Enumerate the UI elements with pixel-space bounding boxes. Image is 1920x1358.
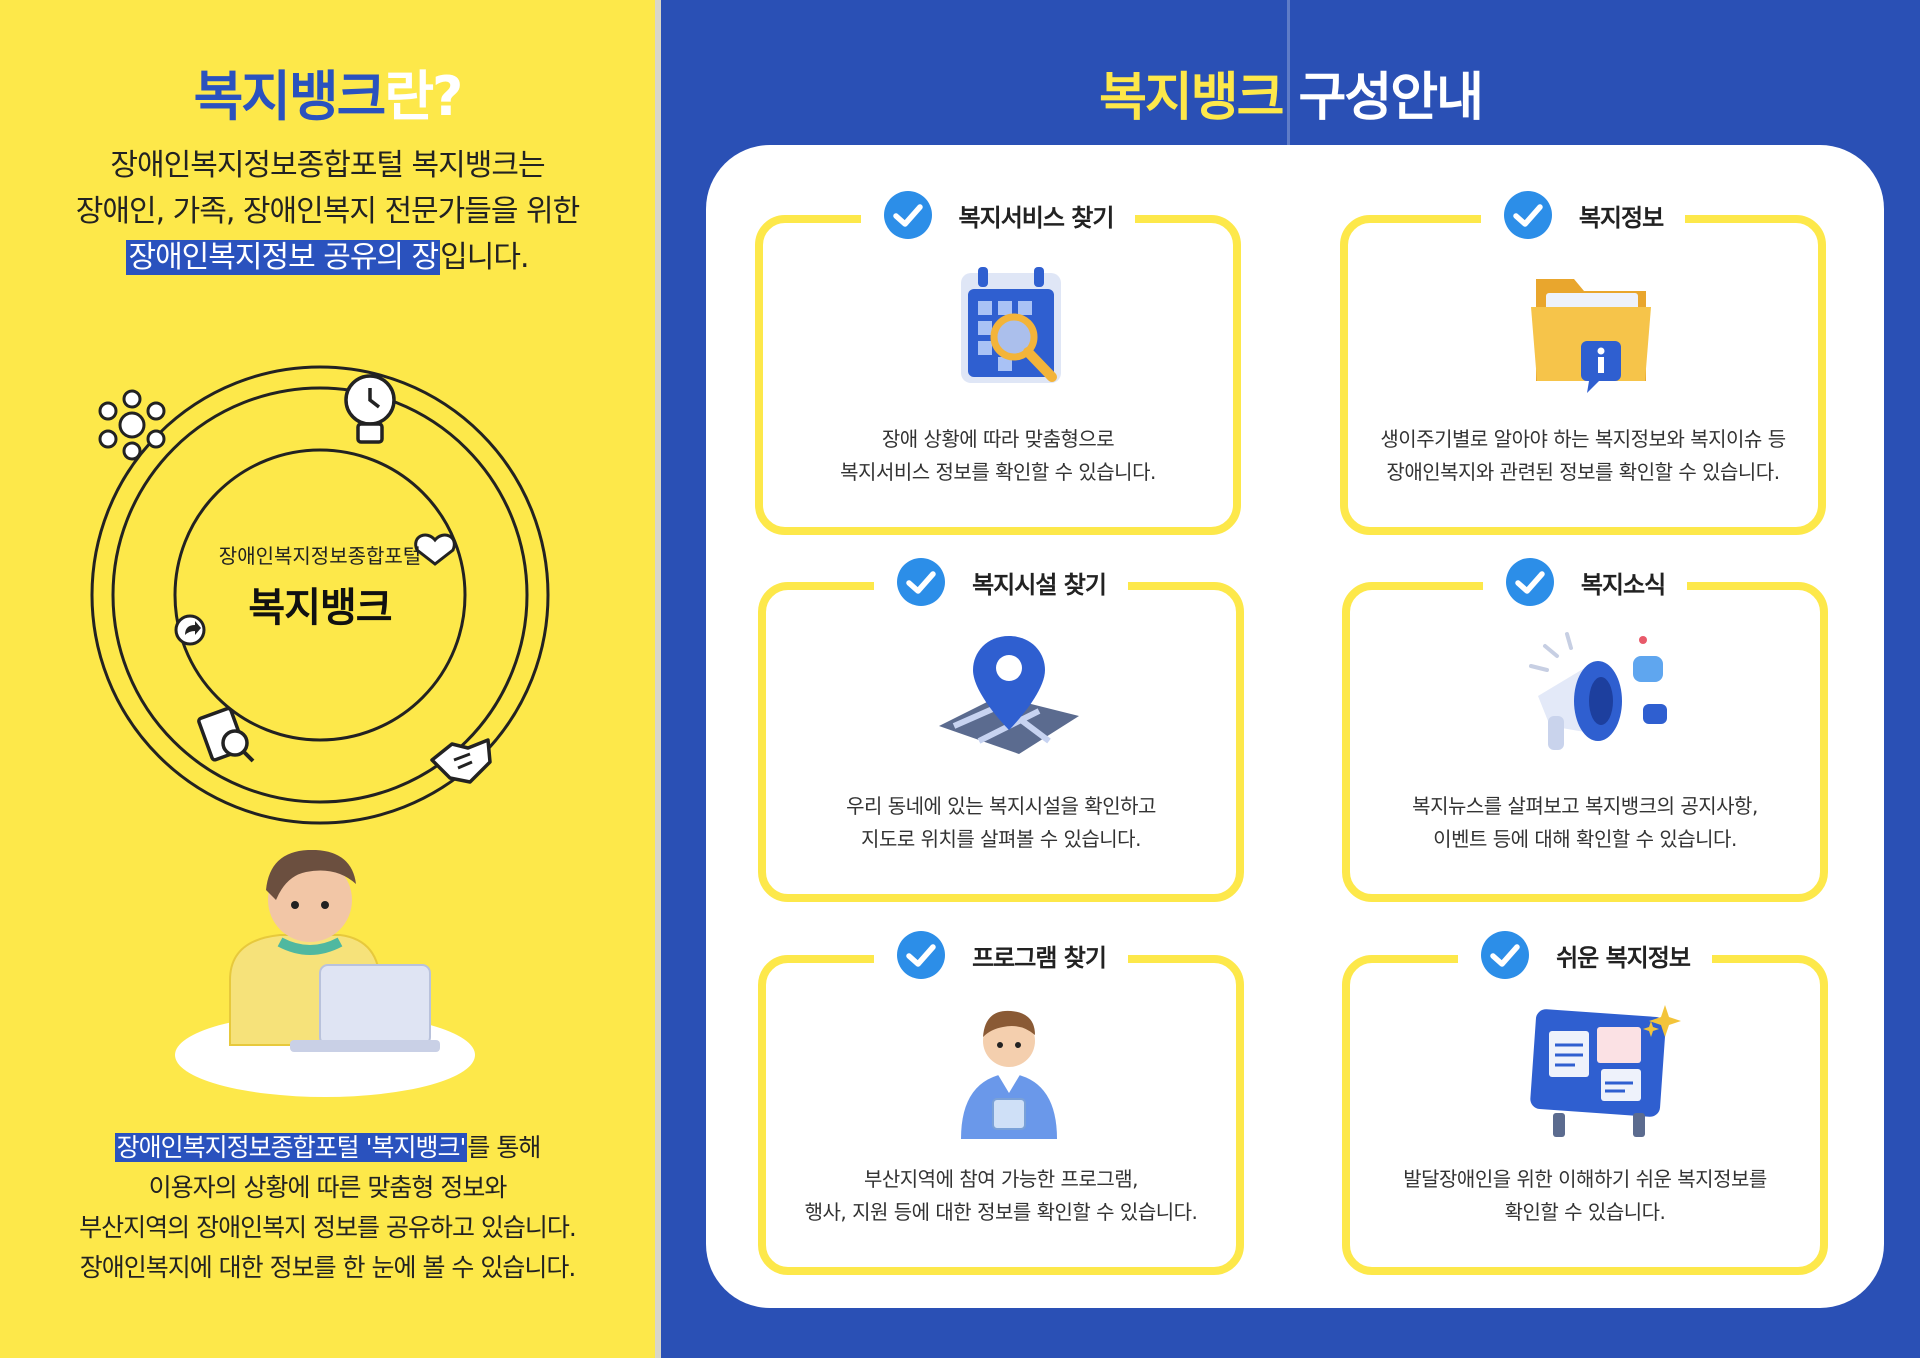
- card-program-search: 프로그램 찾기 부산지역에 참여 가능한 프로그램, 행사, 지원 등에 대한 …: [758, 930, 1244, 1275]
- card-description: 복지뉴스를 살펴보고 복지뱅크의 공지사항, 이벤트 등에 대해 확인할 수 있…: [1360, 790, 1810, 856]
- card-desc-line-1: 발달장애인을 위한 이해하기 쉬운 복지정보를: [1403, 1167, 1767, 1191]
- center-label: 장애인복지정보종합포털 복지뱅크: [200, 540, 440, 633]
- card-header: 복지시설 찾기: [766, 550, 1236, 614]
- right-title-brand: 복지뱅크: [1099, 68, 1284, 128]
- card-header: 쉬운 복지정보: [1350, 923, 1820, 987]
- network-globe-icon: [98, 389, 166, 461]
- card-desc-line-1: 복지뉴스를 살펴보고 복지뱅크의 공지사항,: [1412, 794, 1758, 818]
- right-title: 복지뱅크 구성안내: [661, 55, 1920, 130]
- card-description: 발달장애인을 위한 이해하기 쉬운 복지정보를 확인할 수 있습니다.: [1360, 1163, 1810, 1229]
- card-welfare-service-search: 복지서비스 찾기 장애 상황에 따라 맞춤형으로 복지서비스 정보를 확인할 수…: [755, 190, 1241, 535]
- card-header: 프로그램 찾기: [766, 923, 1236, 987]
- folder-info-icon: [1531, 279, 1651, 393]
- handshake-icon: [430, 738, 492, 784]
- outro-line-1: 장애인복지정보종합포털 '복지뱅크'를 통해: [20, 1128, 635, 1168]
- intro-line-3: 장애인복지정보 공유의 장입니다.: [20, 235, 635, 281]
- card-title: 쉬운 복지정보: [1556, 943, 1691, 972]
- person-laptop-illustration: [175, 850, 475, 1097]
- card-desc-line-1: 우리 동네에 있는 복지시설을 확인하고: [846, 794, 1156, 818]
- check-circle-icon: [1503, 191, 1552, 239]
- card-header: 복지정보: [1348, 183, 1818, 247]
- card-desc-line-2: 장애인복지와 관련된 정보를 확인할 수 있습니다.: [1386, 460, 1780, 484]
- lightbulb-icon: [344, 374, 396, 444]
- check-circle-icon: [883, 191, 932, 239]
- left-title: 복지뱅크란?: [0, 52, 655, 131]
- check-circle-icon: [897, 558, 946, 606]
- card-title: 복지서비스 찾기: [958, 203, 1115, 232]
- check-circle-icon: [1505, 558, 1554, 606]
- heart-icon: [414, 533, 456, 566]
- card-welfare-facility-search: 복지시설 찾기 우리 동네에 있는 복지시설을 확인하고 지도로 위치를 살펴볼…: [758, 557, 1244, 902]
- share-icon: [174, 614, 206, 646]
- fold-divider: [655, 0, 661, 1358]
- card-header: 복지소식: [1350, 550, 1820, 614]
- card-desc-line-2: 이벤트 등에 대해 확인할 수 있습니다.: [1433, 827, 1737, 851]
- card-title: 프로그램 찾기: [972, 943, 1107, 972]
- intro-line-2: 장애인, 가족, 장애인복지 전문가들을 위한: [75, 194, 580, 229]
- check-circle-icon: [897, 931, 946, 979]
- card-welfare-info: 복지정보 생이주기별로 알아야 하는 복지정보와 복지이슈 등 장애인복지와 관…: [1340, 190, 1826, 535]
- check-circle-icon: [1481, 931, 1530, 979]
- card-desc-line-2: 지도로 위치를 살펴볼 수 있습니다.: [861, 827, 1141, 851]
- left-title-suffix: 란?: [384, 65, 463, 128]
- map-pin-icon: [939, 636, 1079, 754]
- card-header: 복지서비스 찾기: [763, 183, 1233, 247]
- card-welfare-news: 복지소식 복지뉴스를 살펴보고 복지뱅크의 공지사항, 이벤트 등에 대해 확인…: [1342, 557, 1828, 902]
- bulletin-board-icon: [1530, 1005, 1681, 1137]
- intro-line-1: 장애인복지정보종합포털 복지뱅크는: [110, 148, 545, 183]
- card-description: 부산지역에 참여 가능한 프로그램, 행사, 지원 등에 대한 정보를 확인할 …: [776, 1163, 1226, 1229]
- outro-line-2: 이용자의 상황에 따른 맞춤형 정보와: [148, 1173, 508, 1202]
- card-description: 우리 동네에 있는 복지시설을 확인하고 지도로 위치를 살펴볼 수 있습니다.: [776, 790, 1226, 856]
- card-desc-line-2: 확인할 수 있습니다.: [1504, 1200, 1666, 1224]
- intro-text: 장애인복지정보종합포털 복지뱅크는 장애인, 가족, 장애인복지 전문가들을 위…: [20, 143, 635, 281]
- calendar-search-icon: [961, 267, 1061, 383]
- center-label-big: 복지뱅크: [248, 585, 392, 631]
- outro-tail: 를 통해: [467, 1133, 541, 1162]
- card-desc-line-1: 생이주기별로 알아야 하는 복지정보와 복지이슈 등: [1380, 427, 1786, 451]
- person-tablet-icon: [961, 1010, 1057, 1139]
- right-title-suffix: 구성안내: [1282, 68, 1484, 128]
- card-description: 생이주기별로 알아야 하는 복지정보와 복지이슈 등 장애인복지와 관련된 정보…: [1358, 423, 1808, 489]
- card-description: 장애 상황에 따라 맞춤형으로 복지서비스 정보를 확인할 수 있습니다.: [773, 423, 1223, 489]
- document-search-icon: [197, 706, 255, 763]
- card-desc-line-1: 부산지역에 참여 가능한 프로그램,: [863, 1167, 1139, 1191]
- right-fold-line: [1287, 0, 1290, 150]
- card-title: 복지소식: [1580, 570, 1666, 599]
- card-title: 복지정보: [1578, 203, 1664, 232]
- center-label-small: 장애인복지정보종합포털: [218, 544, 422, 568]
- orbit-diagram: [90, 365, 550, 825]
- left-title-brand: 복지뱅크: [193, 65, 387, 128]
- card-desc-line-2: 행사, 지원 등에 대한 정보를 확인할 수 있습니다.: [804, 1200, 1198, 1224]
- outro-line-4: 장애인복지에 대한 정보를 한 눈에 볼 수 있습니다.: [79, 1253, 577, 1282]
- megaphone-icon: [1529, 632, 1667, 750]
- card-desc-line-1: 장애 상황에 따라 맞춤형으로: [881, 427, 1115, 451]
- card-easy-welfare-info: 쉬운 복지정보 발달장애인을 위한 이해하기 쉬운 복지정보를 확인할 수 있습…: [1342, 930, 1828, 1275]
- intro-highlight: 장애인복지정보 공유의 장: [126, 240, 441, 275]
- card-desc-line-2: 복지서비스 정보를 확인할 수 있습니다.: [840, 460, 1156, 484]
- outro-highlight: 장애인복지정보종합포털 '복지뱅크': [114, 1133, 468, 1162]
- outro-text: 장애인복지정보종합포털 '복지뱅크'를 통해 이용자의 상황에 따른 맞춤형 정…: [20, 1128, 635, 1288]
- card-title: 복지시설 찾기: [972, 570, 1107, 599]
- intro-tail: 입니다.: [440, 240, 529, 275]
- outro-line-3: 부산지역의 장애인복지 정보를 공유하고 있습니다.: [79, 1213, 577, 1242]
